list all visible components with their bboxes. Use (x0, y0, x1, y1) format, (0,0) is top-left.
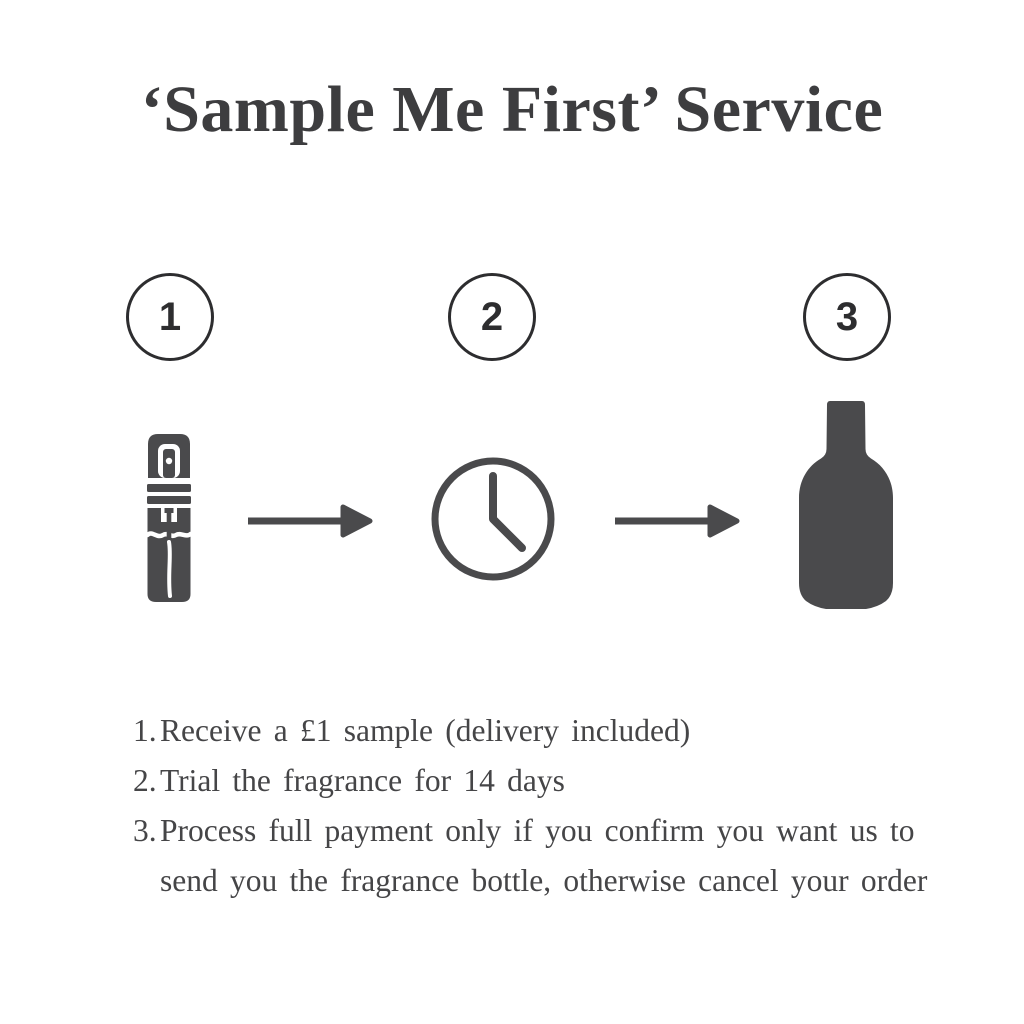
list-item-1-number: 1. (133, 713, 157, 748)
list-item-2: 2. Trial the fragrance for 14 days (133, 756, 943, 806)
instructions-list: 1. Receive a £1 sample (delivery include… (133, 706, 943, 906)
list-item-2-number: 2. (133, 763, 157, 798)
list-item-1-text: Receive a £1 sample (delivery included) (160, 713, 691, 748)
list-item-3-text: Process full payment only if you confirm… (160, 813, 928, 898)
arrow-right-icon (615, 504, 740, 538)
step-3-number: 3 (835, 294, 859, 339)
fragrance-bottle-icon (799, 401, 893, 609)
arrow-right-icon (248, 504, 373, 538)
clock-icon (431, 457, 555, 581)
list-item-2-text: Trial the fragrance for 14 days (160, 763, 565, 798)
page-title: ‘Sample Me First’ Service (140, 73, 884, 146)
sample-spray-vial-icon (146, 434, 192, 602)
list-item-3-number: 3. (133, 813, 157, 848)
step-1-badge: 1 (126, 273, 214, 361)
step-1-number: 1 (158, 294, 182, 339)
step-3-badge: 3 (803, 273, 891, 361)
list-item-3: 3. Process full payment only if you conf… (133, 806, 943, 906)
step-2-number: 2 (480, 294, 504, 339)
list-item-1: 1. Receive a £1 sample (delivery include… (133, 706, 943, 756)
step-2-badge: 2 (448, 273, 536, 361)
